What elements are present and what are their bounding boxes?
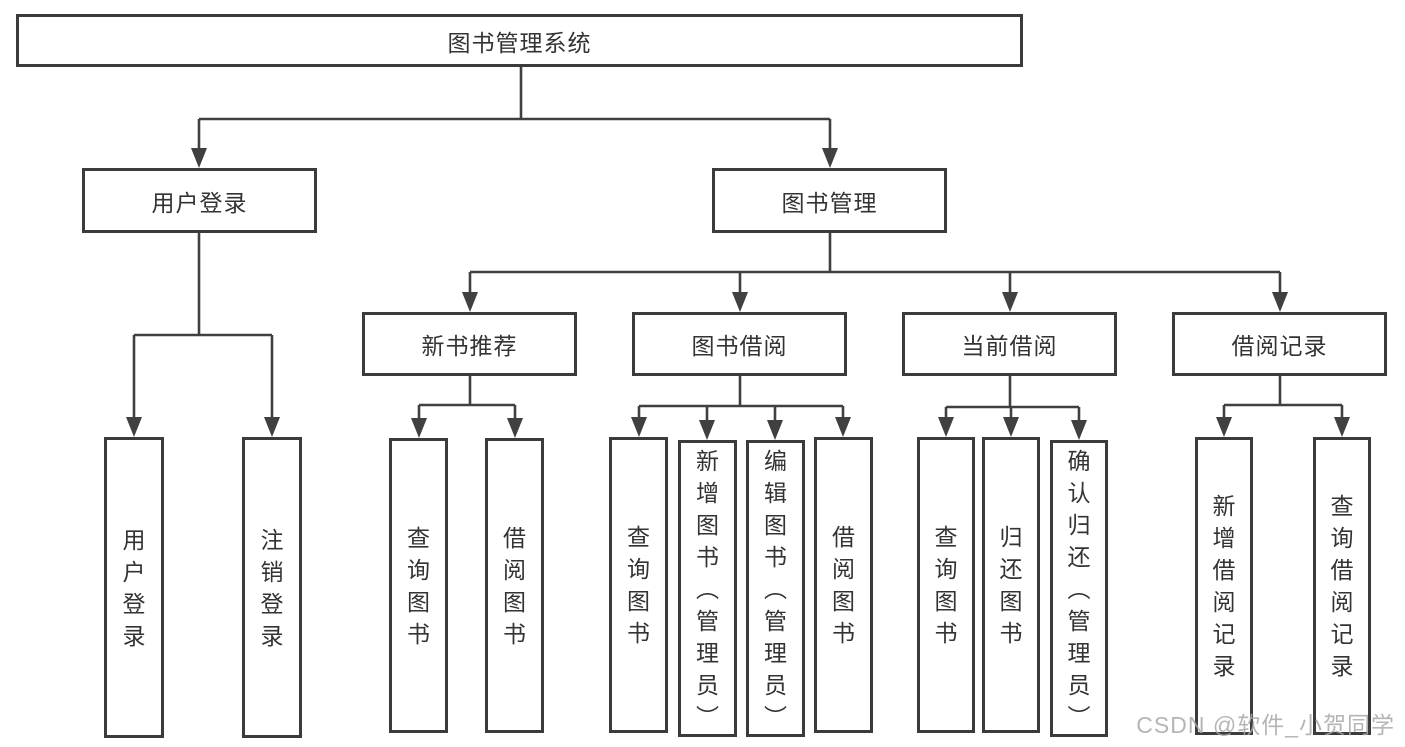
leaf-logout-login: 注 销 登 录 [242, 437, 302, 738]
node-book-borrow: 图书借阅 [632, 312, 847, 376]
leaf-label: 确 认 归 还 ︵ 管 理 员 ︶ [1067, 447, 1091, 730]
leaf-label: 归 还 图 书 [999, 524, 1023, 646]
leaf-label: 查 询 借 阅 记 录 [1330, 493, 1354, 679]
leaf-label: 新 增 借 阅 记 录 [1212, 493, 1236, 679]
leaf-logout-login-label: 注 销 登 录 [260, 526, 284, 649]
leaf-label: 借 阅 图 书 [503, 524, 526, 647]
node-current-borrow-label: 当前借阅 [961, 333, 1058, 359]
node-current-borrow: 当前借阅 [902, 312, 1117, 376]
leaf-edit-book-admin: 编 辑 图 书 ︵ 管 理 员 ︶ [746, 440, 805, 737]
leaf-label: 查 询 图 书 [407, 524, 430, 647]
watermark: CSDN @软件_小贺同学 [1136, 712, 1395, 738]
leaf-label: 查 询 图 书 [934, 524, 958, 646]
node-borrow-records: 借阅记录 [1172, 312, 1387, 376]
leaf-borrow-books: 借 阅 图 书 [814, 437, 873, 733]
node-borrow-records-label: 借阅记录 [1231, 333, 1328, 359]
node-user-login-label: 用户登录 [151, 189, 248, 216]
leaf-query-books-recommend: 查 询 图 书 [389, 438, 448, 733]
leaf-user-login-label: 用 户 登 录 [122, 526, 146, 649]
leaf-query-books-borrow: 查 询 图 书 [609, 437, 668, 733]
node-new-book-recommend-label: 新书推荐 [421, 333, 518, 359]
leaf-label: 编 辑 图 书 ︵ 管 理 员 ︶ [764, 447, 787, 730]
node-root: 图书管理系统 [16, 14, 1023, 67]
leaf-query-borrow-record: 查 询 借 阅 记 录 [1313, 437, 1371, 735]
node-book-management-label: 图书管理 [781, 189, 878, 216]
leaf-query-books-current: 查 询 图 书 [917, 437, 975, 733]
node-book-borrow-label: 图书借阅 [691, 333, 788, 359]
leaf-add-book-admin: 新 增 图 书 ︵ 管 理 员 ︶ [678, 440, 737, 737]
node-user-login: 用户登录 [82, 168, 317, 233]
leaf-add-borrow-record: 新 增 借 阅 记 录 [1195, 437, 1253, 735]
leaf-label: 新 增 图 书 ︵ 管 理 员 ︶ [696, 447, 719, 730]
node-root-label: 图书管理系统 [447, 29, 592, 56]
leaf-borrow-books-recommend: 借 阅 图 书 [485, 438, 544, 733]
leaf-label: 借 阅 图 书 [832, 524, 855, 646]
leaf-user-login: 用 户 登 录 [104, 437, 164, 738]
leaf-label: 查 询 图 书 [627, 524, 650, 646]
node-new-book-recommend: 新书推荐 [362, 312, 577, 376]
leaf-confirm-return-admin: 确 认 归 还 ︵ 管 理 员 ︶ [1050, 440, 1108, 737]
leaf-return-books: 归 还 图 书 [982, 437, 1040, 733]
node-book-management: 图书管理 [712, 168, 947, 233]
